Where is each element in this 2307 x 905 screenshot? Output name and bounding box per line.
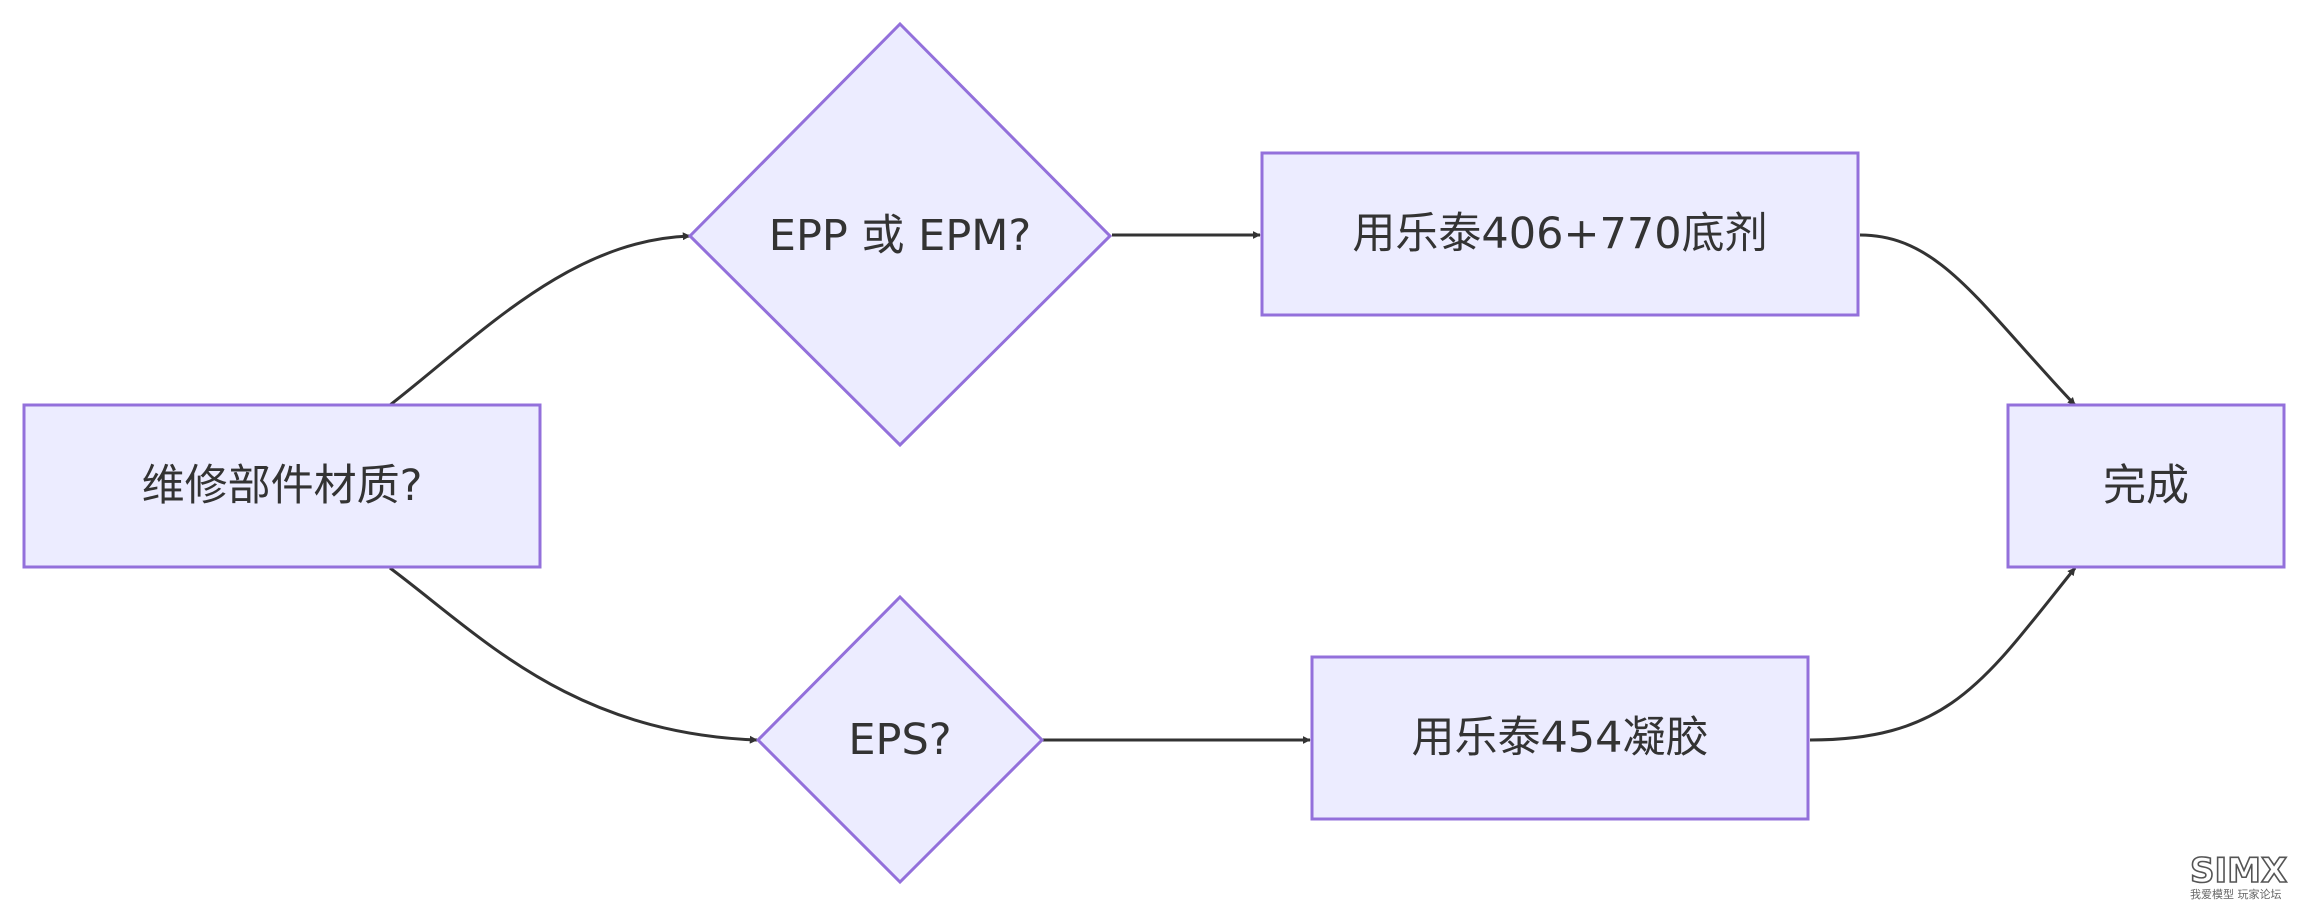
node-part-material: 维修部件材质? (22, 403, 542, 569)
node-done-label: 完成 (2103, 461, 2189, 511)
decision-eps-label: EPS? (848, 715, 951, 765)
decision-epp-epm: EPP 或 EPM? (687, 21, 1113, 448)
action-loctite-454-label: 用乐泰454凝胶 (1411, 713, 1708, 763)
watermark-subtitle: 我爱模型 玩家论坛 (2190, 887, 2282, 901)
decision-epp-epm-label: EPP 或 EPM? (769, 211, 1031, 261)
action-loctite-454: 用乐泰454凝胶 (1310, 655, 1810, 821)
node-done: 完成 (2006, 403, 2286, 569)
watermark-logo-text: SIMX (2190, 851, 2287, 891)
edge-454-to-done (1809, 567, 2077, 742)
watermark-logo: SIMX 我爱模型 玩家论坛 (2189, 850, 2288, 901)
edge-start-to-eps (389, 566, 758, 744)
edge-406-to-done (1859, 233, 2077, 407)
action-loctite-406-label: 用乐泰406+770底剂 (1352, 209, 1767, 259)
edge-start-to-epp (389, 232, 691, 407)
decision-eps: EPS? (755, 594, 1045, 885)
node-part-material-label: 维修部件材质? (142, 461, 423, 511)
action-loctite-406: 用乐泰406+770底剂 (1260, 151, 1860, 317)
